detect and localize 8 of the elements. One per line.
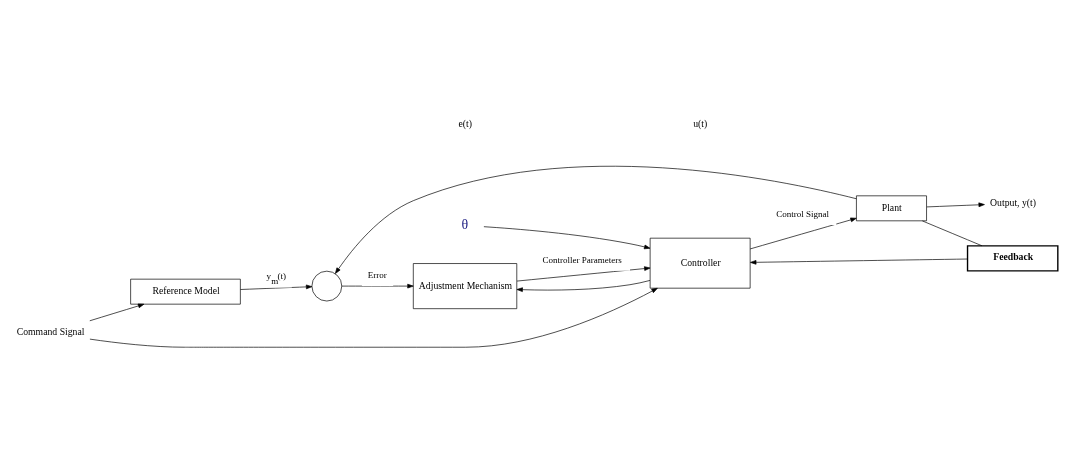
node-text: θ — [461, 217, 469, 233]
label: u(t) — [693, 117, 708, 129]
edge-label: Error — [367, 270, 387, 281]
node-text: Command Signal — [16, 326, 85, 338]
node-text: Output, y(t) — [990, 197, 1036, 209]
edge-label: Controller Parameters — [542, 254, 622, 265]
label: e(t) — [458, 117, 472, 129]
edge-label: Control Signal — [776, 208, 830, 219]
